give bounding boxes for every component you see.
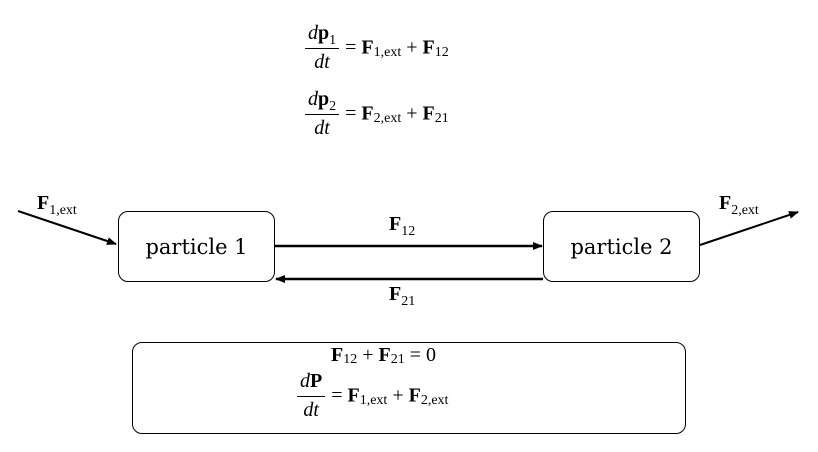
sum1-b: F xyxy=(378,343,391,366)
f21-label: F21 xyxy=(389,283,416,309)
f1ext-label: F1,ext xyxy=(37,192,77,218)
eq1-rhs-a-sub: 1,ext xyxy=(373,45,402,60)
eq2-rhs-b-sub: 21 xyxy=(434,111,449,126)
sum2-den: dt xyxy=(303,399,319,421)
eq1-rhs-a: F xyxy=(361,36,374,59)
eq1-rhs-b-sub: 12 xyxy=(434,45,449,60)
f1ext-sub: 1,ext xyxy=(49,203,77,218)
sum2-a: F xyxy=(347,384,360,407)
eq1-equals: = xyxy=(345,36,357,59)
particle-1-label: particle 1 xyxy=(145,234,248,259)
summary-box xyxy=(132,342,686,434)
particle-2-node: particle 2 xyxy=(543,211,700,282)
f21-symbol: F xyxy=(389,283,402,305)
sum2-plus: + xyxy=(392,384,404,407)
eq2-rhs-a: F xyxy=(361,102,374,125)
sum2-b: F xyxy=(408,384,421,407)
sum1-plus: + xyxy=(362,343,374,366)
particle-2-label: particle 2 xyxy=(570,234,673,259)
f2ext-sub: 2,ext xyxy=(731,203,759,218)
eq2-p-sub: 2 xyxy=(329,99,337,114)
eq2-den: dt xyxy=(314,117,330,139)
eq2-equals: = xyxy=(345,102,357,125)
sum1-rhs: 0 xyxy=(426,343,436,366)
eq1-rhs-b: F xyxy=(422,36,435,59)
particle-1-node: particle 1 xyxy=(118,211,275,282)
eq2-rhs-a-sub: 2,ext xyxy=(373,111,402,126)
sum2-a-sub: 1,ext xyxy=(359,393,388,408)
sum2-P: P xyxy=(310,370,323,392)
f12-label: F12 xyxy=(389,213,416,239)
sum2-d: d xyxy=(300,370,310,392)
f2ext-label: F2,ext xyxy=(719,192,759,218)
sum1-b-sub: 21 xyxy=(390,352,405,368)
f12-symbol: F xyxy=(389,213,402,235)
eq1-den: dt xyxy=(314,51,330,73)
f21-sub: 21 xyxy=(401,294,416,309)
sum1-equals: = xyxy=(409,343,421,366)
sum1-a: F xyxy=(331,343,344,366)
f1ext-arrow xyxy=(17,210,117,245)
summary-line-2: dP dt = F1,ext + F2,ext xyxy=(297,370,448,422)
eq1-p-sub: 1 xyxy=(329,33,337,48)
f1ext-symbol: F xyxy=(37,192,50,214)
sum2-equals: = xyxy=(331,384,343,407)
sum2-b-sub: 2,ext xyxy=(420,393,449,408)
eq1-d: d xyxy=(308,22,318,44)
f2ext-symbol: F xyxy=(719,192,732,214)
equation-2: dp2 dt = F2,ext + F21 xyxy=(305,88,449,140)
eq1-p: p xyxy=(318,22,330,44)
eq2-plus: + xyxy=(406,102,418,125)
eq2-rhs-b: F xyxy=(422,102,435,125)
summary-line-1: F12 + F21 = 0 xyxy=(331,343,436,368)
eq1-plus: + xyxy=(406,36,418,59)
sum1-a-sub: 12 xyxy=(343,352,358,368)
equation-1: dp1 dt = F1,ext + F12 xyxy=(305,22,449,74)
f12-sub: 12 xyxy=(401,224,416,239)
eq2-d: d xyxy=(308,88,318,110)
f2ext-arrow xyxy=(699,211,799,246)
eq2-p: p xyxy=(318,88,330,110)
